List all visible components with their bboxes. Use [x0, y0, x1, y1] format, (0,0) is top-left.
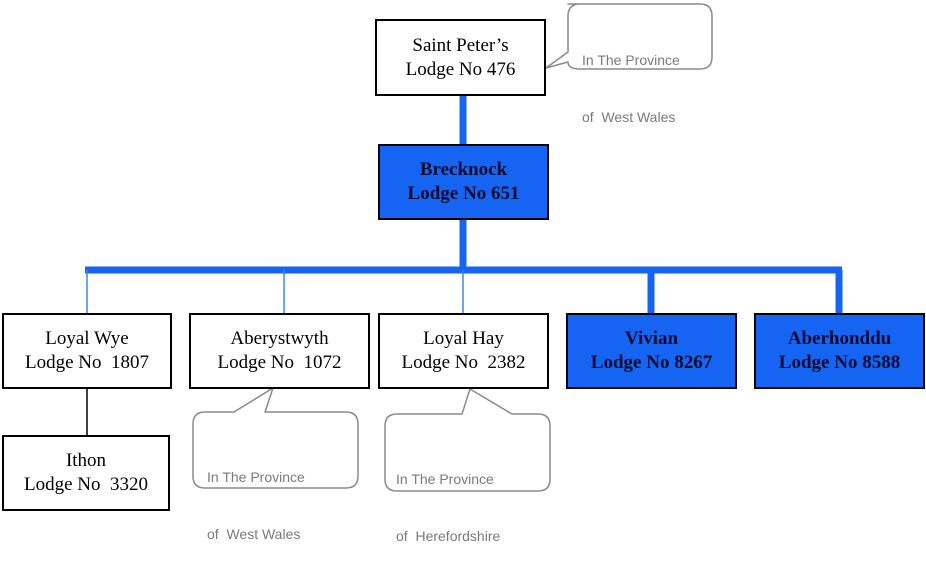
callout-line-1: In The Province: [207, 469, 305, 485]
node-number: Lodge No 3320: [23, 474, 148, 495]
connector-layer: [85, 3, 843, 492]
node-loyal-wye: Loyal Wye Lodge No 1807: [2, 313, 172, 389]
callout-loyal-hay: [384, 388, 551, 492]
callout-saint-peters: [545, 3, 713, 70]
node-number: Lodge No 1807: [24, 352, 149, 373]
lodge-hierarchy-diagram: Saint Peter’s Lodge No 476 Brecknock Lod…: [2, 3, 925, 544]
node-aberystwyth: Aberystwyth Lodge No 1072: [189, 313, 370, 389]
callout-aberystwyth: [192, 387, 359, 489]
node-saint-peters: Saint Peter’s Lodge No 476: [375, 19, 546, 96]
node-name: Brecknock: [419, 159, 508, 180]
callout-line-2: of West Wales: [207, 526, 301, 542]
node-name: Loyal Hay: [423, 328, 504, 349]
node-number: Lodge No 8588: [778, 352, 901, 373]
node-ithon: Ithon Lodge No 3320: [2, 435, 170, 511]
callout-line-1: In The Province: [582, 52, 680, 68]
node-name: Loyal Wye: [45, 328, 129, 349]
node-brecknock: Brecknock Lodge No 651: [378, 144, 549, 220]
node-loyal-hay: Loyal Hay Lodge No 2382: [378, 313, 549, 389]
callout-line-2: of West Wales: [582, 109, 676, 125]
node-name: Vivian: [624, 328, 679, 349]
node-number: Lodge No 651: [407, 183, 520, 204]
node-name: Ithon: [65, 450, 107, 471]
callout-text-aberystwyth: In The Province of West Wales: [207, 430, 305, 582]
node-name: Saint Peter’s: [412, 34, 509, 56]
node-number: Lodge No 8267: [590, 352, 713, 373]
node-name: Aberystwyth: [230, 328, 329, 349]
node-number: Lodge No 476: [405, 58, 516, 80]
node-vivian: Vivian Lodge No 8267: [566, 313, 737, 389]
node-aberhonddu: Aberhonddu Lodge No 8588: [754, 313, 925, 389]
node-name: Aberhonddu: [787, 328, 892, 349]
node-number: Lodge No 1072: [217, 352, 342, 373]
callout-text-loyal-hay: In The Province of Herefordshire: [396, 432, 500, 584]
callout-text-saint-peters: In The Province of West Wales: [582, 13, 680, 165]
callout-line-2: of Herefordshire: [396, 528, 501, 544]
callout-line-1: In The Province: [396, 471, 494, 487]
node-number: Lodge No 2382: [401, 352, 526, 373]
